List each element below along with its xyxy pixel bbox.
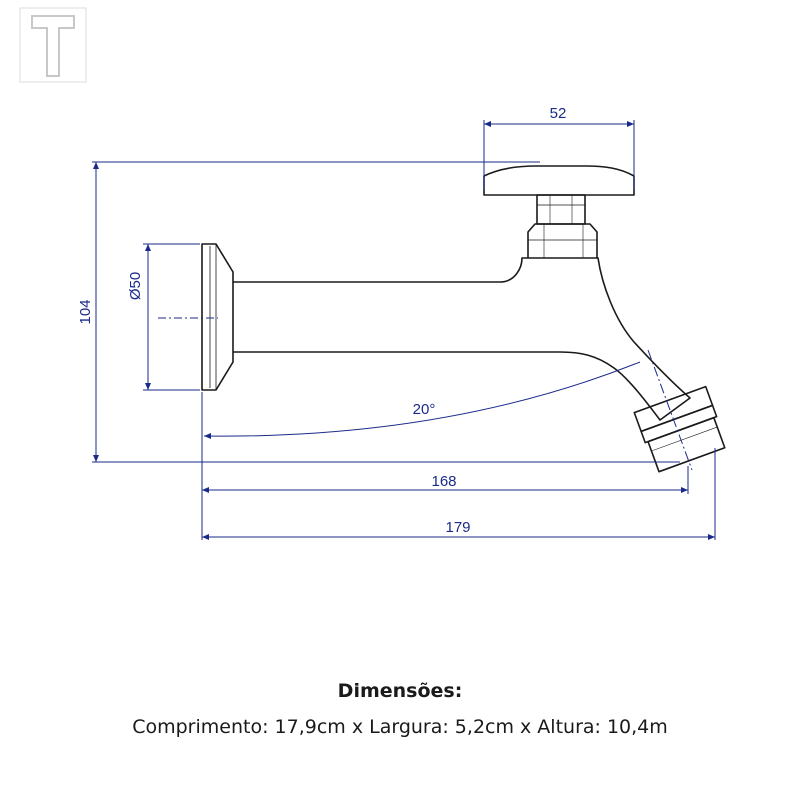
angle-label: 20° [413, 401, 436, 418]
wall-flange [201, 243, 234, 391]
diameter-label: Ø50 [127, 272, 144, 300]
width-label: 52 [550, 105, 567, 122]
valve-collar [527, 223, 598, 258]
spout-pipe [233, 257, 691, 421]
height-label: 104 [77, 299, 94, 324]
aerator-nozzle [633, 385, 726, 473]
dimensions-heading: Dimensões: [337, 680, 463, 702]
dimension-lines [92, 120, 716, 540]
reach-label: 168 [431, 473, 456, 490]
brand-logo [19, 7, 87, 83]
valve-stem [536, 194, 586, 225]
dimensions-summary: Comprimento: 17,9cm x Largura: 5,2cm x A… [132, 716, 668, 738]
cross-handle [483, 165, 635, 196]
faucet-body [201, 165, 726, 473]
length-label: 179 [445, 519, 470, 536]
